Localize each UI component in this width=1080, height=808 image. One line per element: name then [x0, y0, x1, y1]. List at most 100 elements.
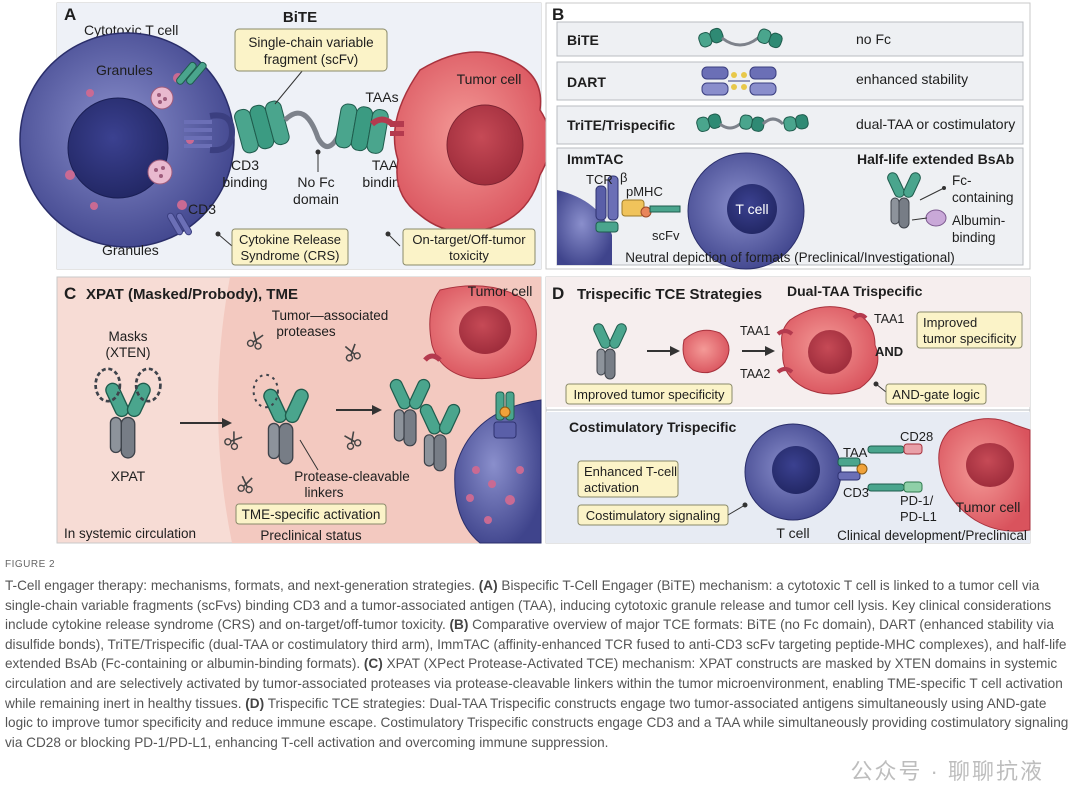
taas-label: TAAs — [365, 89, 398, 105]
improved-line1: Improved — [923, 315, 977, 330]
linkers-line2: linkers — [304, 485, 343, 500]
caption-d-text: Trispecific TCE strategies: Dual-TAA Tri… — [5, 695, 1069, 750]
tumor-nucleus — [446, 104, 524, 186]
cytotoxic-t-cell-label: Cytotoxic T cell — [84, 22, 178, 38]
toxicity-line1: On-target/Off-tumor — [412, 232, 526, 247]
beta-label: β — [620, 170, 627, 185]
panel-b: B BiTE no Fc DART enhanced stability Tri… — [545, 2, 1031, 270]
taa-label: TAA — [843, 445, 868, 460]
trite-row-name: TriTE/Trispecific — [567, 117, 675, 133]
panel-c-letter: C — [64, 284, 76, 303]
trite-row-note: dual-TAA or costimulatory — [856, 116, 1015, 132]
cd3-d-label: CD3 — [843, 485, 869, 500]
small-tumor-cell — [682, 329, 730, 374]
caption-intro: T-Cell engager therapy: mechanisms, form… — [5, 578, 475, 593]
proteases-line1: Tumor—associated — [272, 308, 389, 323]
enhanced-line2: activation — [584, 480, 639, 495]
fc-containing-line2: containing — [952, 190, 1014, 205]
taa-binding-line2: binding — [362, 174, 407, 190]
fc-containing-line1: Fc- — [952, 173, 972, 188]
dual-taa-label: Dual-TAA Trispecific — [787, 283, 923, 299]
tme-callout-label: TME-specific activation — [242, 507, 381, 522]
preclinical-status-label: Preclinical status — [260, 528, 362, 543]
panel-c-granules — [466, 466, 524, 524]
panel-b-letter: B — [552, 5, 564, 24]
immtac-label: ImmTAC — [567, 151, 624, 167]
bite-row-name: BiTE — [567, 32, 599, 48]
watermark: 公众号 · 聊聊抗液 — [850, 759, 1044, 784]
granules-bottom-label: Granules — [102, 242, 159, 258]
figure-heading: FIGURE 2 — [5, 559, 56, 570]
proteases-line2: proteases — [276, 324, 336, 339]
systemic-label: In systemic circulation — [64, 526, 196, 541]
and-gate-label: AND-gate logic — [892, 387, 980, 402]
panel-c-tumor-label: Tumor cell — [468, 283, 533, 299]
tme-callout — [235, 503, 387, 525]
cd3-label: CD3 — [188, 201, 216, 217]
enhanced-callout — [577, 460, 679, 498]
xpat-partial-antibody — [252, 373, 312, 465]
toxicity-line2: toxicity — [449, 248, 489, 263]
toxicity-callout — [402, 228, 536, 266]
bite-title: BiTE — [283, 9, 317, 26]
taa1-right-label: TAA1 — [874, 312, 904, 326]
panel-c: C XPAT (Masked/Probody), TME Masks (XTEN… — [56, 276, 542, 544]
dart-format-icon — [701, 66, 777, 96]
pd-line1: PD-1/ — [900, 493, 934, 508]
tumor-cell-label: Tumor cell — [457, 71, 522, 87]
scfv-label: scFv — [652, 228, 680, 243]
pmhc-label: pMHC — [626, 184, 663, 199]
caption-a-text: Bispecific T-Cell Engager (BiTE) mechani… — [5, 578, 1052, 633]
albumin-icon — [925, 209, 947, 227]
improved-line2: tumor specificity — [923, 331, 1017, 346]
dart-row-note: enhanced stability — [856, 71, 968, 87]
caption-b-label: (B) — [449, 617, 469, 633]
caption-a-label: (A) — [478, 578, 498, 593]
pd-line2: PD-L1 — [900, 509, 937, 524]
costim-label: Costimulatory Trispecific — [569, 419, 736, 435]
figure-2: A Cytotoxic T cell BiTE Granules Granule… — [19, 2, 1031, 544]
and-gate-callout — [885, 383, 987, 405]
improved-bottom-label: Improved tumor specificity — [574, 387, 725, 402]
tcr-label: TCR — [586, 172, 613, 187]
panel-a-letter: A — [64, 5, 76, 24]
free-receptor-icon — [167, 61, 207, 236]
costim-callout-label: Costimulatory signaling — [586, 508, 720, 523]
masks-line1: Masks — [108, 329, 147, 344]
half-life-label: Half-life extended BsAb — [857, 151, 1014, 167]
panel-a: A Cytotoxic T cell BiTE Granules Granule… — [19, 2, 551, 270]
panel-d-letter: D — [552, 284, 564, 303]
immtac-target-cell — [557, 190, 612, 265]
costim-molecule-icon — [837, 443, 923, 493]
crs-callout — [231, 228, 349, 266]
panel-c-bridge — [493, 391, 517, 439]
taa1-left-label: TAA1 — [740, 324, 770, 338]
trite-format-icon — [695, 112, 810, 134]
dart-row-name: DART — [567, 74, 606, 90]
taa-antigen — [369, 116, 404, 136]
bite-format-icon — [696, 26, 785, 50]
cd28-label: CD28 — [900, 429, 933, 444]
albumin-line1: Albumin- — [952, 213, 1005, 228]
crs-line2: Syndrome (CRS) — [241, 248, 340, 263]
improved-bottom-callout — [565, 383, 733, 405]
improved-callout — [916, 311, 1023, 349]
taa2-label: TAA2 — [740, 367, 770, 381]
no-fc-line2: domain — [293, 191, 339, 207]
costim-tumor-label: Tumor cell — [956, 499, 1021, 515]
figure-caption: T-Cell engager therapy: mechanisms, form… — [5, 576, 1075, 752]
panel-d: D Trispecific TCE Strategies Dual-TAA Tr… — [545, 276, 1031, 544]
scfv-callout-line2: fragment (scFv) — [264, 52, 359, 67]
caption-b-text: Comparative overview of major TCE format… — [5, 617, 1067, 672]
taa-marker-icon — [776, 313, 868, 374]
panel-b-footer: Neutral depiction of formats (Preclinica… — [625, 250, 954, 265]
and-label: AND — [875, 344, 903, 359]
costim-t-cell-label: T cell — [776, 525, 809, 541]
cd3-binding-line2: binding — [222, 174, 267, 190]
scfv-callout-line1: Single-chain variable — [248, 35, 373, 50]
panel-c-title: XPAT (Masked/Probody), TME — [86, 286, 298, 303]
crs-line1: Cytokine Release — [239, 232, 341, 247]
caption-c-label: (C) — [363, 656, 383, 672]
caption-c-text: XPAT (XPect Protease-Activated TCE) mech… — [5, 656, 1063, 711]
cd3-binding-line1: CD3 — [231, 157, 259, 173]
